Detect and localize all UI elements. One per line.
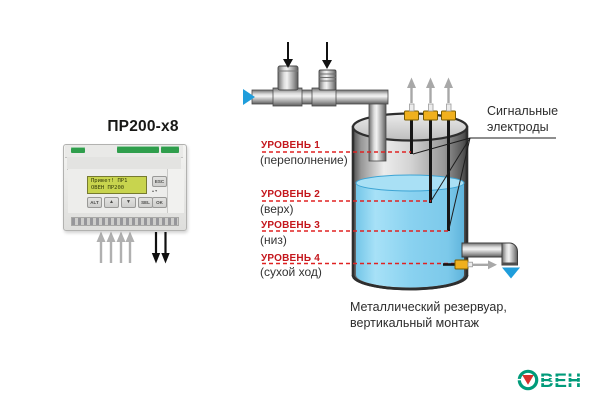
output-down-arrow-icons xyxy=(151,232,170,264)
inflow-arrow-icon xyxy=(243,89,255,105)
level-dash-lines xyxy=(262,151,455,265)
bottom-terminals xyxy=(71,217,179,226)
valve-2-icon xyxy=(318,69,337,91)
outlet-pipe-elbow xyxy=(501,242,518,266)
level-2-desc: (верх) xyxy=(260,202,294,216)
tank-caption: Металлический резервуар, вертикальный мо… xyxy=(350,300,507,330)
terminal-block xyxy=(71,147,85,153)
device-io-arrows xyxy=(96,231,170,264)
valve-down-arrow-icons xyxy=(283,42,332,69)
owen-logo-icon: ВЕН xyxy=(517,369,585,391)
tank-water xyxy=(356,183,464,288)
owen-logo: ВЕН xyxy=(517,369,585,391)
owen-logo-letters: ВЕН xyxy=(540,371,582,391)
level-1-label: УРОВЕНЬ 1 xyxy=(261,140,320,151)
electrode-4 xyxy=(443,259,497,270)
electrode-4-terminal xyxy=(454,259,469,270)
lcd-line2: ОВЕН ПР200 xyxy=(91,185,125,191)
pipe-tee-fitting xyxy=(272,87,303,107)
input-up-arrow-icons xyxy=(96,231,135,263)
up-button[interactable]: ▲ xyxy=(104,197,119,208)
inlet-pipe xyxy=(243,42,389,162)
water-surface xyxy=(355,174,465,192)
level-3-desc: (низ) xyxy=(260,232,287,247)
outlet-pipe-horizontal xyxy=(461,242,507,258)
valve-1-icon xyxy=(277,65,299,91)
sel-button[interactable]: SEL xyxy=(138,197,153,208)
esc-button[interactable]: ESC xyxy=(152,176,167,187)
outflow-arrow-icon xyxy=(502,267,520,279)
level-1-desc: (переполнение) xyxy=(260,153,348,167)
pipe-coupling xyxy=(311,87,337,107)
signal-electrodes-label: Сигнальные электроды xyxy=(487,104,559,134)
level-4-label: УРОВЕНЬ 4 xyxy=(261,252,320,264)
down-button[interactable]: ▼ xyxy=(121,197,136,208)
signal-electrodes xyxy=(404,77,456,231)
electrode-up-arrow-icons xyxy=(407,77,453,103)
tank-bottom-edge xyxy=(351,274,469,291)
lcd-line1: Привет! ПР1 xyxy=(91,178,128,184)
electrode-1-terminal xyxy=(404,110,419,121)
electrodes-leader-lines xyxy=(412,137,556,230)
indicator-icons: ▴ ▾ xyxy=(152,188,158,193)
terminal-block xyxy=(117,146,159,153)
level-4-desc: (сухой ход) xyxy=(260,264,322,279)
electrode-3-terminal xyxy=(441,110,456,121)
outlet-pipe xyxy=(461,242,520,279)
alt-button[interactable]: ALT xyxy=(87,197,102,208)
device-title: ПР200-х8 xyxy=(107,118,179,135)
ok-button[interactable]: OK xyxy=(152,197,167,208)
electrode-4-arrow-icon xyxy=(473,260,497,270)
terminal-block xyxy=(161,146,179,153)
level-2-label: УРОВЕНЬ 2 xyxy=(261,189,320,200)
level-3-label: УРОВЕНЬ 3 xyxy=(261,220,320,231)
electrode-2-terminal xyxy=(423,110,438,121)
